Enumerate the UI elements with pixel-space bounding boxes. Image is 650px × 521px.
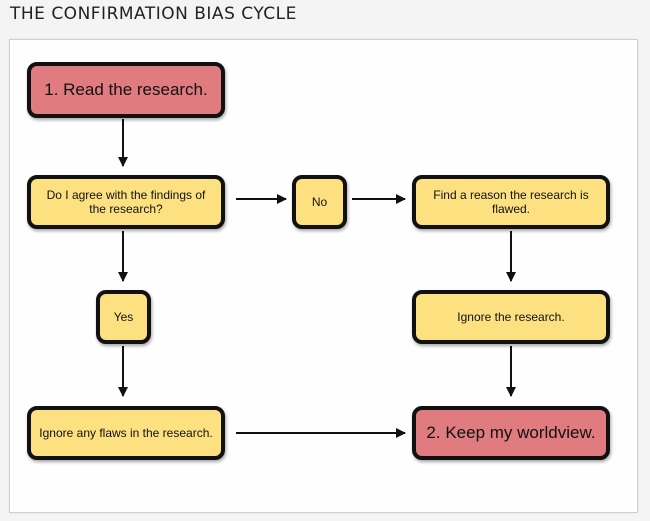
node-find-reason-label: Find a reason the research is flawed. bbox=[433, 187, 589, 216]
node-ignore-flaws: Ignore any flaws in the research. bbox=[27, 406, 225, 460]
node-read-research-label: 1. Read the research. bbox=[44, 79, 208, 99]
node-ignore-research-label: Ignore the research. bbox=[457, 309, 565, 324]
node-ignore-flaws-label: Ignore any flaws in the research. bbox=[39, 425, 213, 440]
node-agree-question-label: Do I agree with the findings of the rese… bbox=[46, 187, 206, 216]
node-yes-label: Yes bbox=[113, 309, 134, 324]
flow-arrows bbox=[118, 119, 516, 438]
node-keep-worldview: 2. Keep my worldview. bbox=[412, 406, 610, 460]
node-ignore-research: Ignore the research. bbox=[412, 290, 610, 344]
node-find-reason: Find a reason the research is flawed. bbox=[412, 175, 610, 229]
node-agree-question: Do I agree with the findings of the rese… bbox=[27, 175, 225, 229]
node-keep-worldview-label: 2. Keep my worldview. bbox=[426, 422, 596, 442]
page-title: THE CONFIRMATION BIAS CYCLE bbox=[10, 4, 297, 24]
node-no-label: No bbox=[311, 194, 328, 209]
node-read-research: 1. Read the research. bbox=[27, 62, 225, 118]
diagram-panel: 1. Read the research. Do I agree with th… bbox=[9, 39, 638, 513]
node-no: No bbox=[292, 175, 347, 229]
node-yes: Yes bbox=[96, 290, 151, 344]
